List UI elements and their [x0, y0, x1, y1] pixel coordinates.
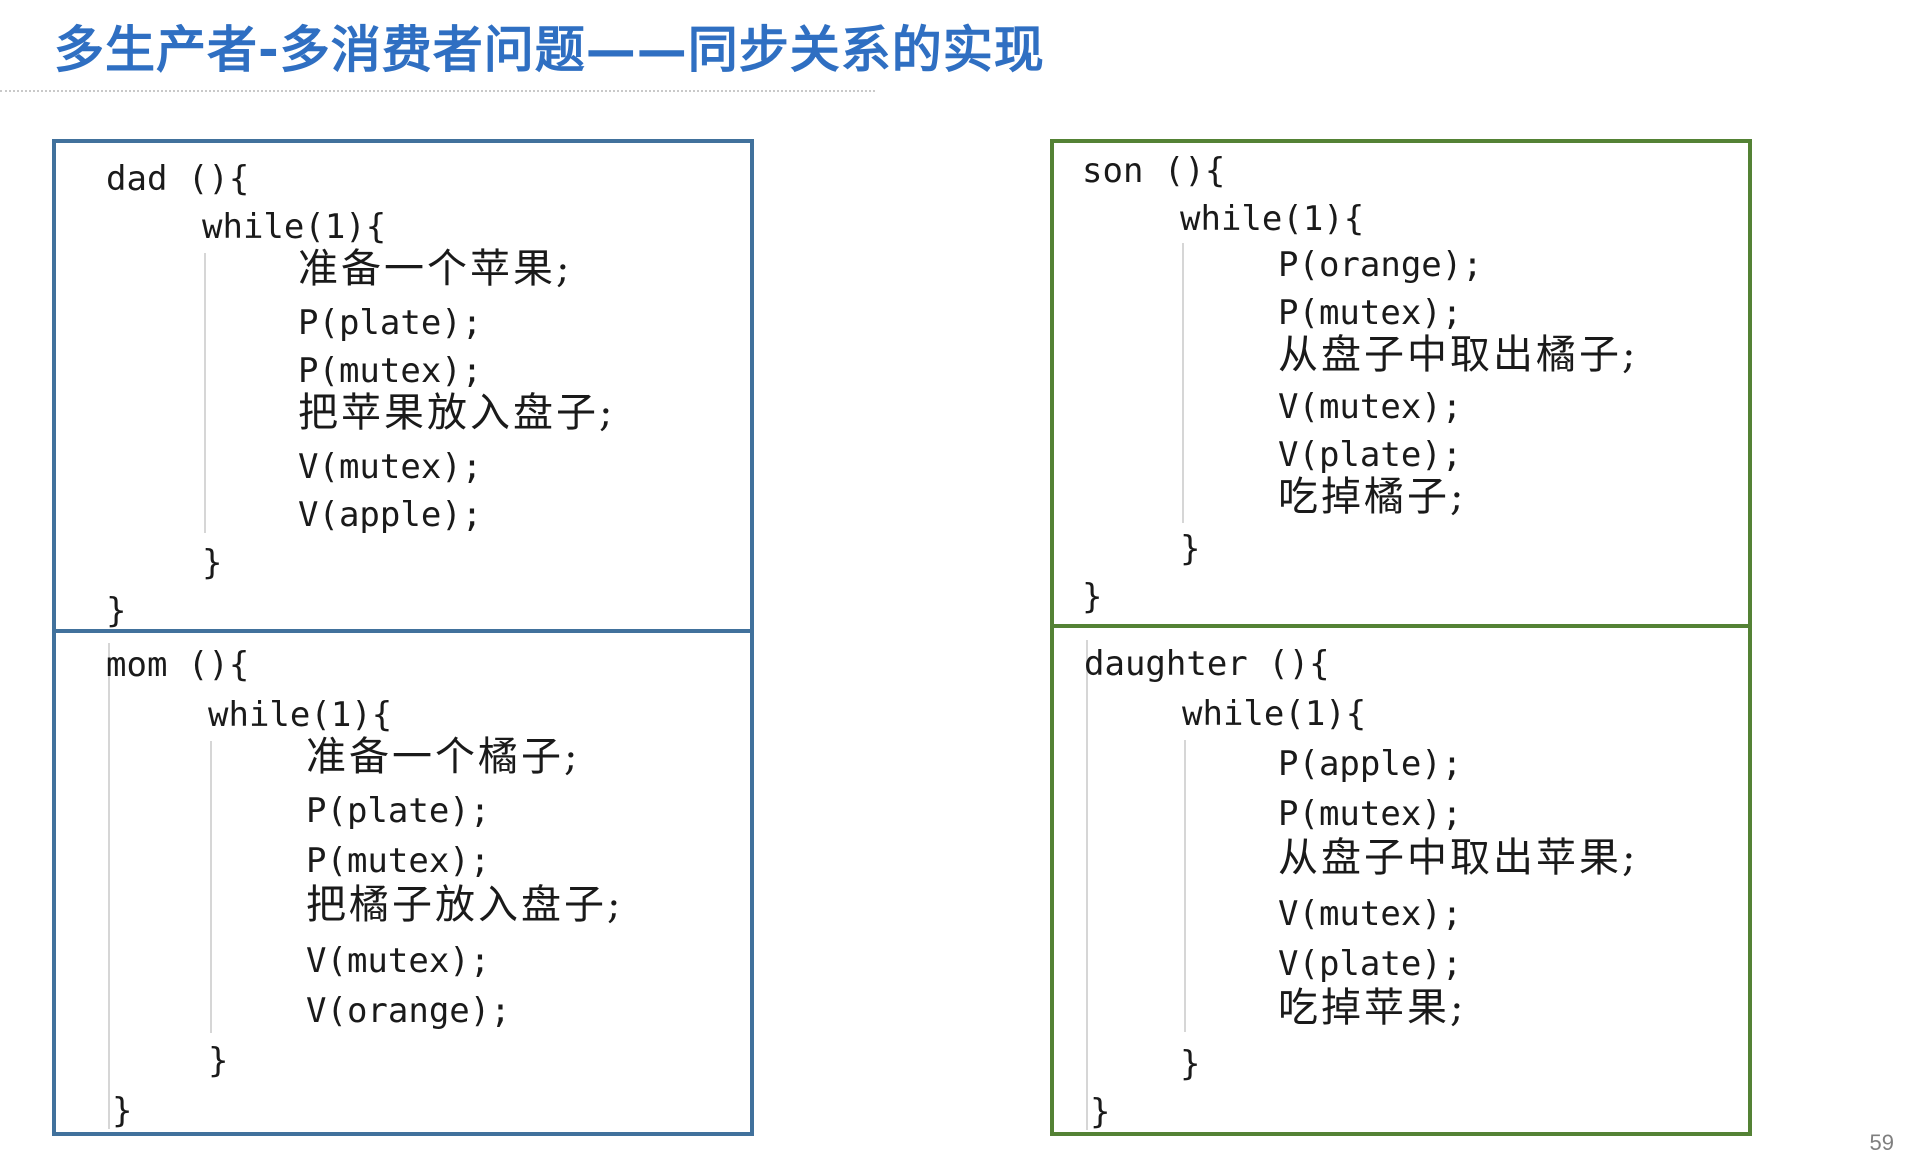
son-line-3: 从盘子中取出橘子; [1278, 332, 1639, 378]
slide-title: 多生产者-多消费者问题——同步关系的实现 [54, 21, 1045, 79]
son-while-loop: while(1){ [1180, 199, 1365, 239]
daughter-line-6: 吃掉苹果; [1278, 985, 1467, 1031]
mom-line-4: 把橘子放入盘子; [306, 882, 624, 928]
daughter-line-2: P(mutex); [1278, 794, 1463, 834]
mom-line-3: P(mutex); [306, 841, 491, 881]
mom-code-block: mom (){ while(1){ 准备一个橘子; P(plate); P(mu… [52, 629, 754, 1136]
mom-loop-close: } [208, 1041, 229, 1081]
mom-indent-guide [210, 741, 212, 1033]
dad-indent-guide [204, 253, 206, 533]
dad-line-4: 把苹果放入盘子; [298, 390, 616, 436]
mom-line-6: V(orange); [306, 991, 511, 1031]
mom-line-1: 准备一个橘子; [306, 734, 581, 780]
daughter-indent-guide [1184, 740, 1186, 1032]
son-line-4: V(mutex); [1278, 387, 1463, 427]
son-line-6: 吃掉橘子; [1278, 474, 1467, 520]
daughter-outer-guide [1086, 640, 1088, 1130]
dad-loop-close: } [202, 543, 223, 583]
dad-line-2: P(plate); [298, 303, 483, 343]
daughter-line-3: 从盘子中取出苹果; [1278, 835, 1639, 881]
daughter-line-1: P(apple); [1278, 744, 1463, 784]
dad-function-close: } [106, 591, 127, 631]
son-code-block: son (){ while(1){ P(orange); P(mutex); 从… [1050, 139, 1752, 628]
daughter-while-loop: while(1){ [1182, 694, 1367, 734]
son-indent-guide [1182, 243, 1184, 523]
daughter-code-block: daughter (){ while(1){ P(apple); P(mutex… [1050, 624, 1752, 1136]
daughter-line-4: V(mutex); [1278, 894, 1463, 934]
mom-line-5: V(mutex); [306, 941, 491, 981]
son-loop-close: } [1180, 529, 1201, 569]
title-divider [0, 90, 875, 92]
son-line-2: P(mutex); [1278, 293, 1463, 333]
page-number: 59 [1869, 1130, 1894, 1155]
dad-line-1: 准备一个苹果; [298, 246, 573, 292]
daughter-function-close: } [1090, 1092, 1111, 1132]
dad-function-header: dad (){ [106, 159, 250, 199]
son-line-5: V(plate); [1278, 435, 1463, 475]
mom-outer-guide [108, 643, 110, 1129]
son-line-1: P(orange); [1278, 245, 1483, 285]
mom-line-2: P(plate); [306, 791, 491, 831]
daughter-function-header: daughter (){ [1084, 644, 1330, 684]
dad-line-3: P(mutex); [298, 351, 483, 391]
daughter-loop-close: } [1180, 1044, 1201, 1084]
dad-line-6: V(apple); [298, 495, 483, 535]
son-function-header: son (){ [1082, 151, 1226, 191]
dad-while-loop: while(1){ [202, 207, 387, 247]
daughter-line-5: V(plate); [1278, 944, 1463, 984]
mom-function-header: mom (){ [106, 645, 250, 685]
mom-while-loop: while(1){ [208, 695, 393, 735]
mom-function-close: } [112, 1091, 133, 1131]
son-function-close: } [1082, 577, 1103, 617]
dad-line-5: V(mutex); [298, 447, 483, 487]
dad-code-block: dad (){ while(1){ 准备一个苹果; P(plate); P(mu… [52, 139, 754, 633]
